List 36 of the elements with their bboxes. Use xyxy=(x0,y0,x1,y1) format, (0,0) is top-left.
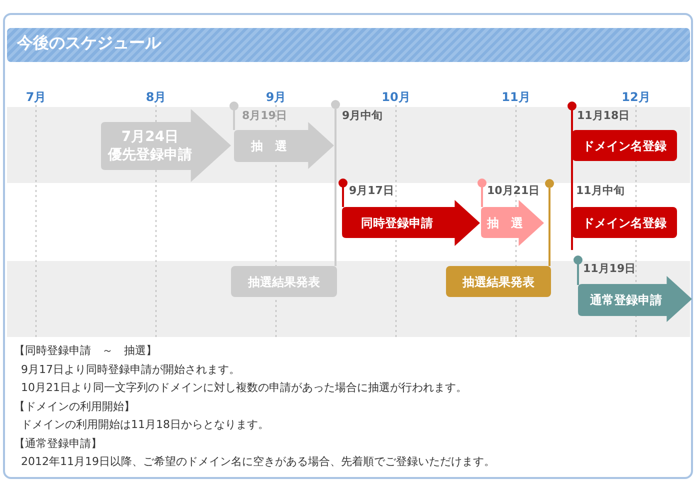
month-label: 8月 xyxy=(146,90,166,104)
month-label: 7月 xyxy=(26,90,46,104)
event-box xyxy=(446,266,551,297)
date-label: 11月中旬 xyxy=(576,184,624,197)
date-label: 10月21日 xyxy=(487,184,540,197)
phase-label: 抽選結果発表 xyxy=(461,274,536,290)
note-text: 【ドメインの利用開始】 xyxy=(14,400,135,412)
phase-label: 同時登録申請 xyxy=(360,214,434,232)
note-text: 2012年11月19日以降、ご希望のドメイン名に空きがある場合、先着順でご登録いただけます。 xyxy=(21,455,495,468)
phase-banner xyxy=(234,122,334,169)
phase-banner xyxy=(342,200,480,246)
phase-label: ドメイン名登録 xyxy=(582,138,668,154)
note-text: ドメインの利用開始は11月18日からとなります。 xyxy=(21,418,269,431)
month-label: 12月 xyxy=(622,90,650,104)
date-label: 9月中旬 xyxy=(342,109,383,122)
month-label: 11月 xyxy=(502,90,530,104)
event-box xyxy=(231,266,337,297)
event-box xyxy=(572,130,677,161)
date-label: 11月18日 xyxy=(577,109,630,122)
date-label: 11月19日 xyxy=(583,262,636,275)
month-label: 9月 xyxy=(266,90,286,104)
event-box xyxy=(572,207,677,238)
note-text: 9月17日より同時登録申請が開始されます。 xyxy=(21,362,240,376)
phase-banner xyxy=(578,276,692,322)
date-label: 8月19日 xyxy=(242,109,287,122)
note-text: 【同時登録申請 ～ 抽選】 xyxy=(14,344,157,357)
phase-label: 抽 選 xyxy=(486,214,524,232)
month-label: 10月 xyxy=(382,90,410,104)
note-text: 【通常登録申請】 xyxy=(14,436,102,450)
date-label: 9月17日 xyxy=(349,184,394,197)
note-text: 10月21日より同一文字列のドメインに対し複数の申請があった場合に抽選が行われます。 xyxy=(21,381,467,394)
phase-banner xyxy=(101,109,231,182)
phase-label: ドメイン名登録 xyxy=(582,214,668,232)
panel-title: 今後のスケジュール xyxy=(17,33,161,53)
phase-banner xyxy=(481,200,544,246)
phase-label: 通常登録申請 xyxy=(589,292,663,309)
